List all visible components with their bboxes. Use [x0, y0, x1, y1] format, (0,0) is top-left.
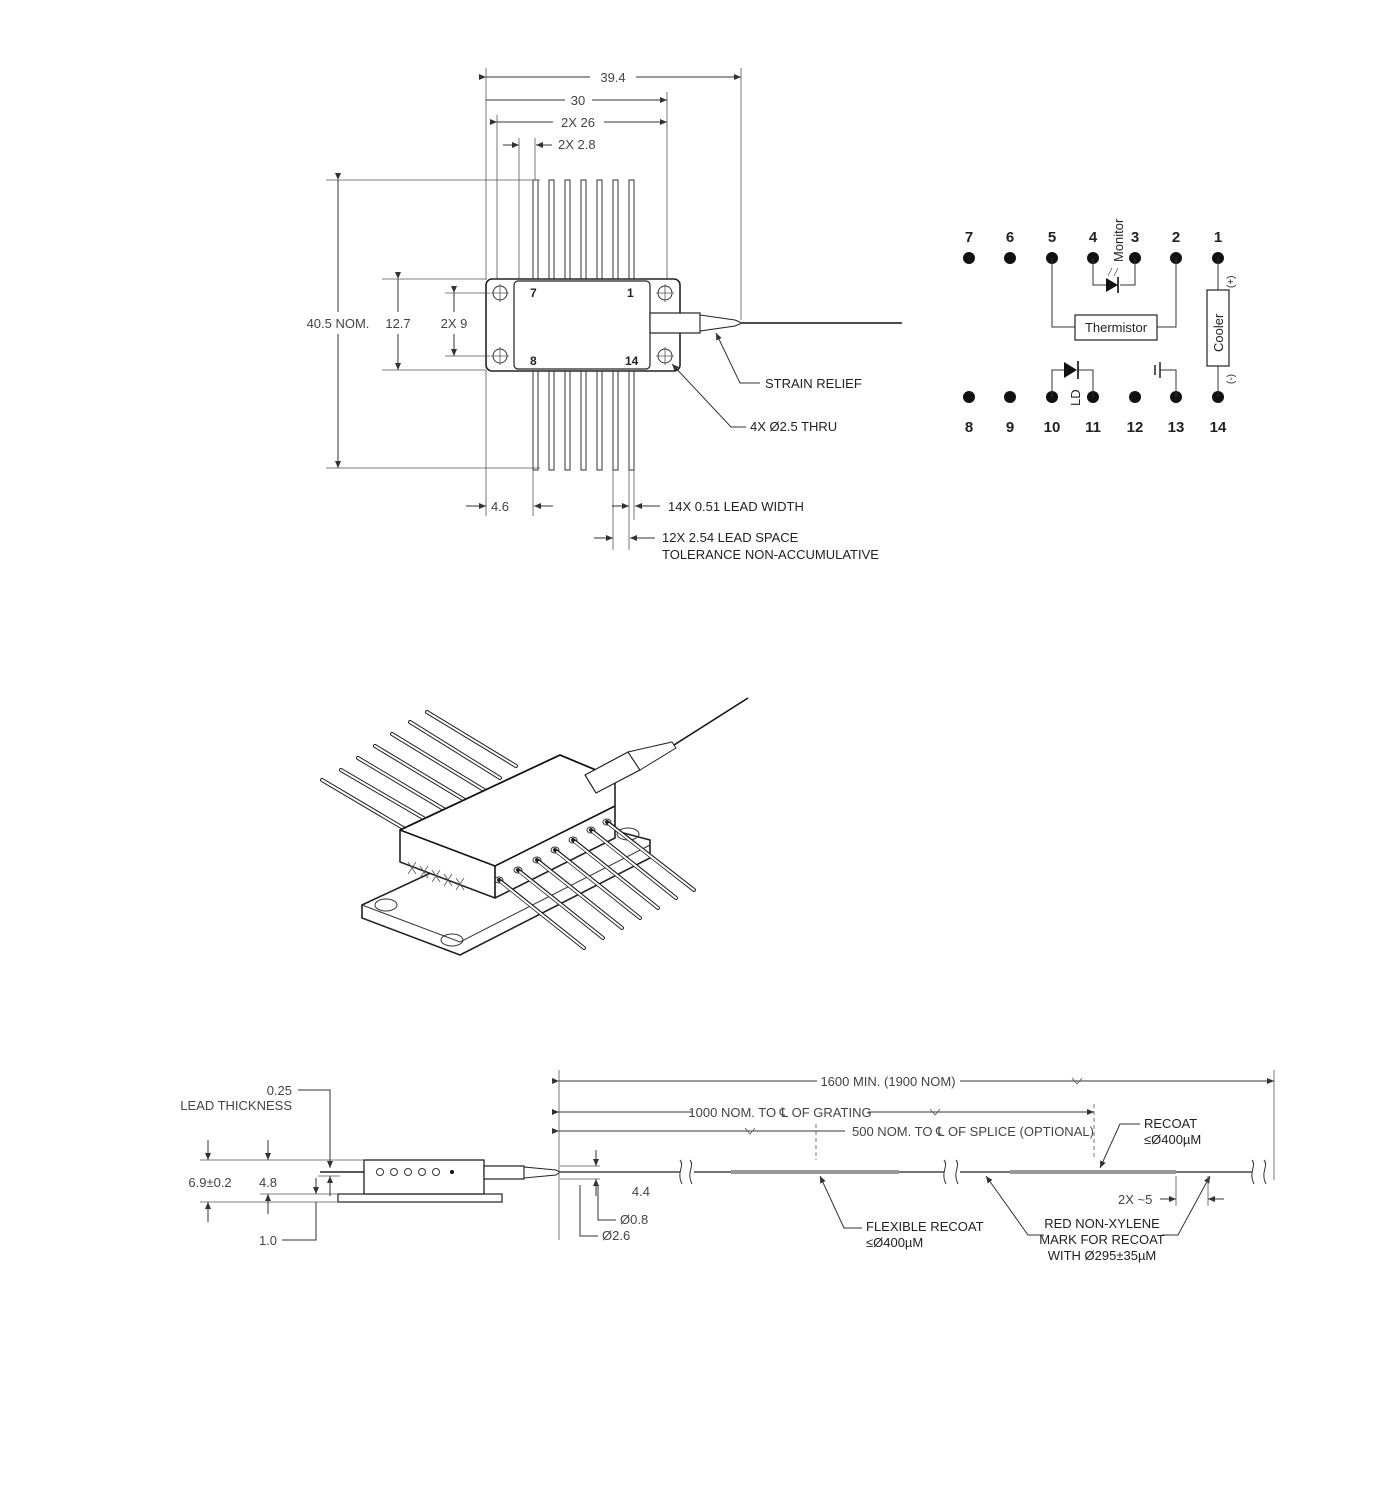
- pin-label-1: 1: [1214, 229, 1222, 246]
- red-mark-label-2: MARK FOR RECOAT: [1039, 1232, 1164, 1247]
- dim-boot-height: 4.4: [632, 1184, 650, 1199]
- red-mark-label-3: WITH Ø295±35µM: [1048, 1248, 1157, 1263]
- laser-diode-symbol: [1051, 361, 1094, 397]
- pin-label-5: 5: [1048, 229, 1056, 246]
- flex-recoat-dia: ≤Ø400µM: [866, 1235, 923, 1250]
- body-pin-1: 1: [627, 286, 634, 300]
- dim-lead-offset: 4.6: [491, 499, 509, 514]
- lead-thickness-label: LEAD THICKNESS: [180, 1098, 292, 1113]
- strain-relief-callout: STRAIN RELIEF: [765, 376, 862, 391]
- dim-hole-pitch: 2X 9: [441, 316, 468, 331]
- dim-overall-width: 39.4: [600, 70, 625, 85]
- lead-space-callout: 12X 2.54 LEAD SPACE: [662, 530, 799, 545]
- dim-body-height: 12.7: [385, 316, 410, 331]
- pin-label-8: 8: [965, 419, 973, 436]
- top-view: 39.4 30 2X 26 2X 2.8: [307, 68, 902, 562]
- body-pin-14: 14: [625, 354, 639, 368]
- tolerance-callout: TOLERANCE NON-ACCUMULATIVE: [662, 547, 879, 562]
- flex-recoat-label: FLEXIBLE RECOAT: [866, 1219, 984, 1234]
- holes-callout: 4X Ø2.5 THRU: [750, 419, 837, 434]
- dim-total-length: 1600 MIN. (1900 NOM): [820, 1074, 955, 1089]
- pin-label-10: 10: [1044, 419, 1061, 436]
- recoat-label: RECOAT: [1144, 1116, 1197, 1131]
- dim-overall-height: 6.9±0.2: [188, 1175, 231, 1190]
- pin-label-4: 4: [1089, 229, 1098, 246]
- cooler-box: [1206, 289, 1230, 367]
- pin-label-3: 3: [1131, 229, 1139, 246]
- monitor-photodiode-symbol: [1092, 258, 1136, 293]
- dim-boot-dia: Ø2.6: [602, 1228, 630, 1243]
- isometric-view: [320, 697, 749, 956]
- pin-label-2: 2: [1172, 229, 1180, 246]
- pinout-top-labels: 7 6 5 4 3 2 1: [965, 229, 1222, 246]
- thermistor-label: Thermistor: [1085, 320, 1148, 335]
- pin-label-12: 12: [1127, 419, 1144, 436]
- monitor-label: Monitor: [1111, 218, 1126, 262]
- pin-label-9: 9: [1006, 419, 1014, 436]
- dim-body-width: 30: [571, 93, 585, 108]
- dim-splice: 500 NOM. TO ℄ OF SPLICE (OPTIONAL): [852, 1124, 1094, 1139]
- lead-thickness-value: 0.25: [267, 1083, 292, 1098]
- pin-label-13: 13: [1168, 419, 1185, 436]
- ld-label: LD: [1068, 389, 1083, 406]
- dim-mark-spacing: 2X ~5: [1118, 1192, 1152, 1207]
- leads-bottom: [532, 369, 635, 471]
- cooler-plus-label: (+): [1226, 276, 1237, 289]
- cooler-minus-label: (-): [1226, 374, 1237, 384]
- pin-label-11: 11: [1085, 419, 1101, 436]
- body-pin-8: 8: [530, 354, 537, 368]
- red-mark-label-1: RED NON-XYLENE: [1044, 1216, 1160, 1231]
- dim-base-thickness: 1.0: [259, 1233, 277, 1248]
- lead-width-callout: 14X 0.51 LEAD WIDTH: [668, 499, 804, 514]
- fiber-boot: [649, 312, 902, 334]
- dim-hole-offset: 2X 2.8: [558, 137, 596, 152]
- pin-label-6: 6: [1006, 229, 1014, 246]
- mounting-holes: [491, 284, 674, 365]
- recoat-dia: ≤Ø400µM: [1144, 1132, 1201, 1147]
- case-ground-symbol: [1154, 362, 1177, 397]
- pinout-bottom-labels: 8 9 10 11 12 13 14: [965, 419, 1227, 436]
- dim-hole-span: 2X 26: [561, 115, 595, 130]
- thermistor-box: [1074, 314, 1158, 341]
- dim-overall-height: 40.5 NOM.: [307, 316, 370, 331]
- pinout-diagram: 7 6 5 4 3 2 1 8 9 10 11 12 13 14: [963, 218, 1237, 436]
- side-view: 1600 MIN. (1900 NOM) 1000 NOM. TO ℄ OF G…: [180, 1070, 1275, 1263]
- dim-fiber-dia: Ø0.8: [620, 1212, 648, 1227]
- leads-top: [532, 179, 635, 281]
- body-pin-7: 7: [530, 286, 537, 300]
- dim-grating: 1000 NOM. TO ℄ OF GRATING: [688, 1105, 871, 1120]
- dim-body-height: 4.8: [259, 1175, 277, 1190]
- cooler-label: Cooler: [1211, 313, 1226, 352]
- pin-label-14: 14: [1210, 419, 1227, 436]
- pin-label-7: 7: [965, 229, 973, 246]
